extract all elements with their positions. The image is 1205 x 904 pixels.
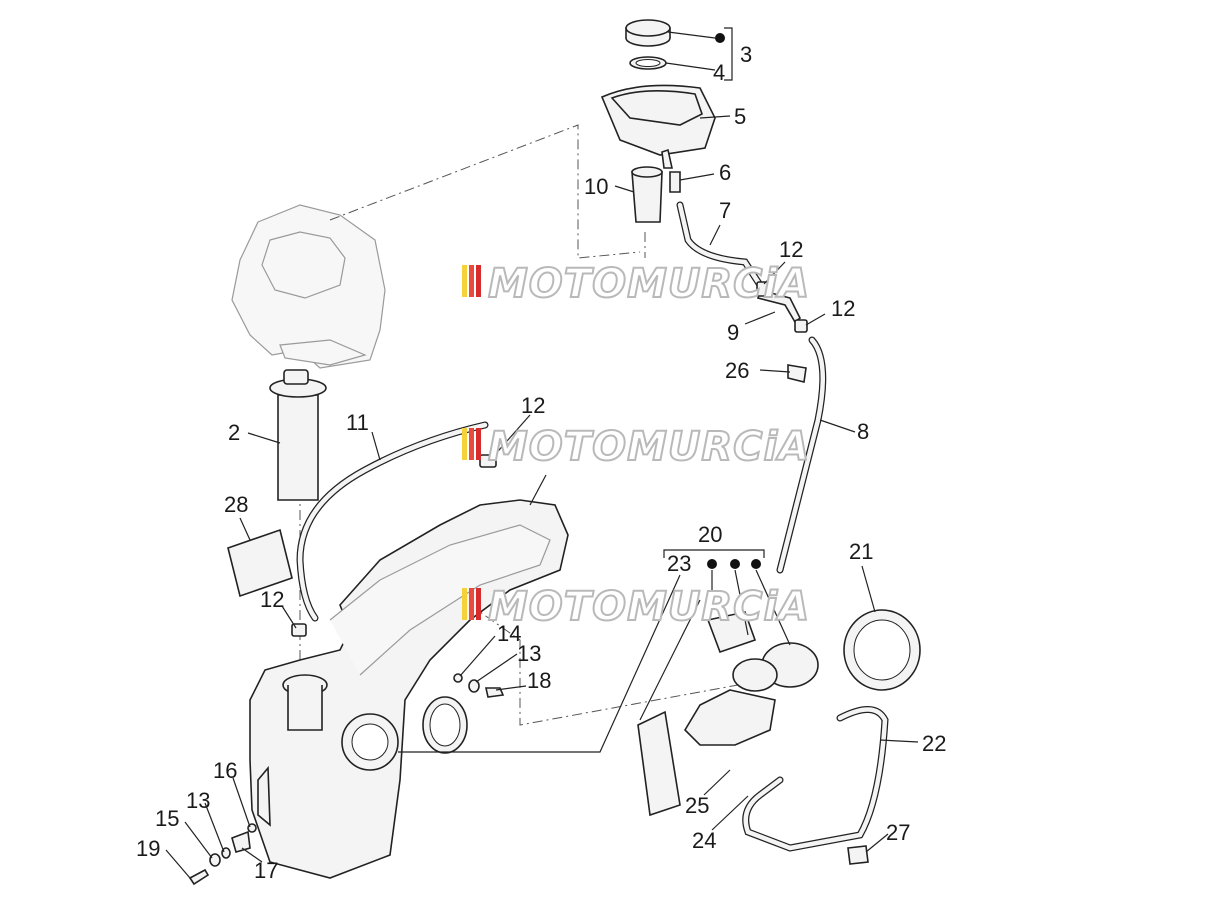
callout-25: 25 [685,793,709,818]
callout-18: 18 [527,668,551,693]
filler-tray-part [600,84,716,169]
callout-15: 15 [155,806,179,831]
callout-12-a: 12 [779,237,803,262]
callout-labels: 3 4 5 6 7 10 12 9 12 26 8 2 11 12 28 12 … [136,42,946,883]
watermark-3: MOTOMURCiA [462,583,810,631]
pump-panel-part [637,710,681,817]
ghost-frame-part [231,204,386,369]
mount-hardware [188,823,257,886]
callout-10: 10 [584,174,608,199]
callout-11: 11 [346,410,369,435]
callout-13-a: 13 [517,641,541,666]
callout-14: 14 [497,621,521,646]
callout-4: 4 [713,60,725,85]
fuel-hose-22 [742,706,889,852]
callout-6: 6 [719,160,731,185]
watermark-1: MOTOMURCiA [462,260,810,308]
group-bracket-20 [663,549,765,569]
fuel-tank-part [249,499,569,879]
watermark-2: MOTOMURCiA [462,423,810,471]
callout-26: 26 [725,358,749,383]
watermark-text: MOTOMURCiA [488,424,810,470]
callout-2: 2 [228,420,240,445]
callout-12-b: 12 [831,296,855,321]
filler-cap-part [625,19,671,70]
fuel-pump-part [683,611,819,746]
callout-23: 23 [667,551,691,576]
lock-ring-part [843,609,921,691]
callout-5: 5 [734,104,746,129]
breather-hose-8 [776,336,827,574]
callout-24: 24 [692,828,716,853]
watermark-text: MOTOMURCiA [488,261,810,307]
callout-12-c: 12 [521,393,545,418]
callout-12-d: 12 [260,587,284,612]
gasket-part [227,528,293,598]
callout-17: 17 [254,858,278,883]
callout-13-b: 13 [186,788,210,813]
clip-part [787,364,807,383]
callout-21: 21 [849,539,873,564]
callout-22: 22 [922,731,946,756]
callout-leaders [165,31,919,879]
group-bracket-3 [715,27,733,81]
connector-part [756,281,808,333]
callout-28: 28 [224,492,248,517]
tank-seal-ring [422,696,468,754]
sleeve-part [631,166,663,223]
watermark-group: MOTOMURCiA MOTOMURCiA MOTOMURCiA [462,260,810,631]
level-sender-part [269,369,327,501]
callout-19: 19 [136,836,160,861]
callout-7: 7 [719,198,731,223]
callout-9: 9 [727,320,739,345]
callout-3: 3 [740,42,752,67]
callout-27: 27 [886,820,910,845]
callout-20: 20 [698,522,722,547]
nozzle-part [669,171,681,193]
callout-8: 8 [857,419,869,444]
fasteners-14-13-18 [453,673,505,698]
breather-hose-7 [676,201,764,289]
callout-16: 16 [213,758,237,783]
clamp-27-part [847,845,869,865]
watermark-text: MOTOMURCiA [488,584,810,630]
